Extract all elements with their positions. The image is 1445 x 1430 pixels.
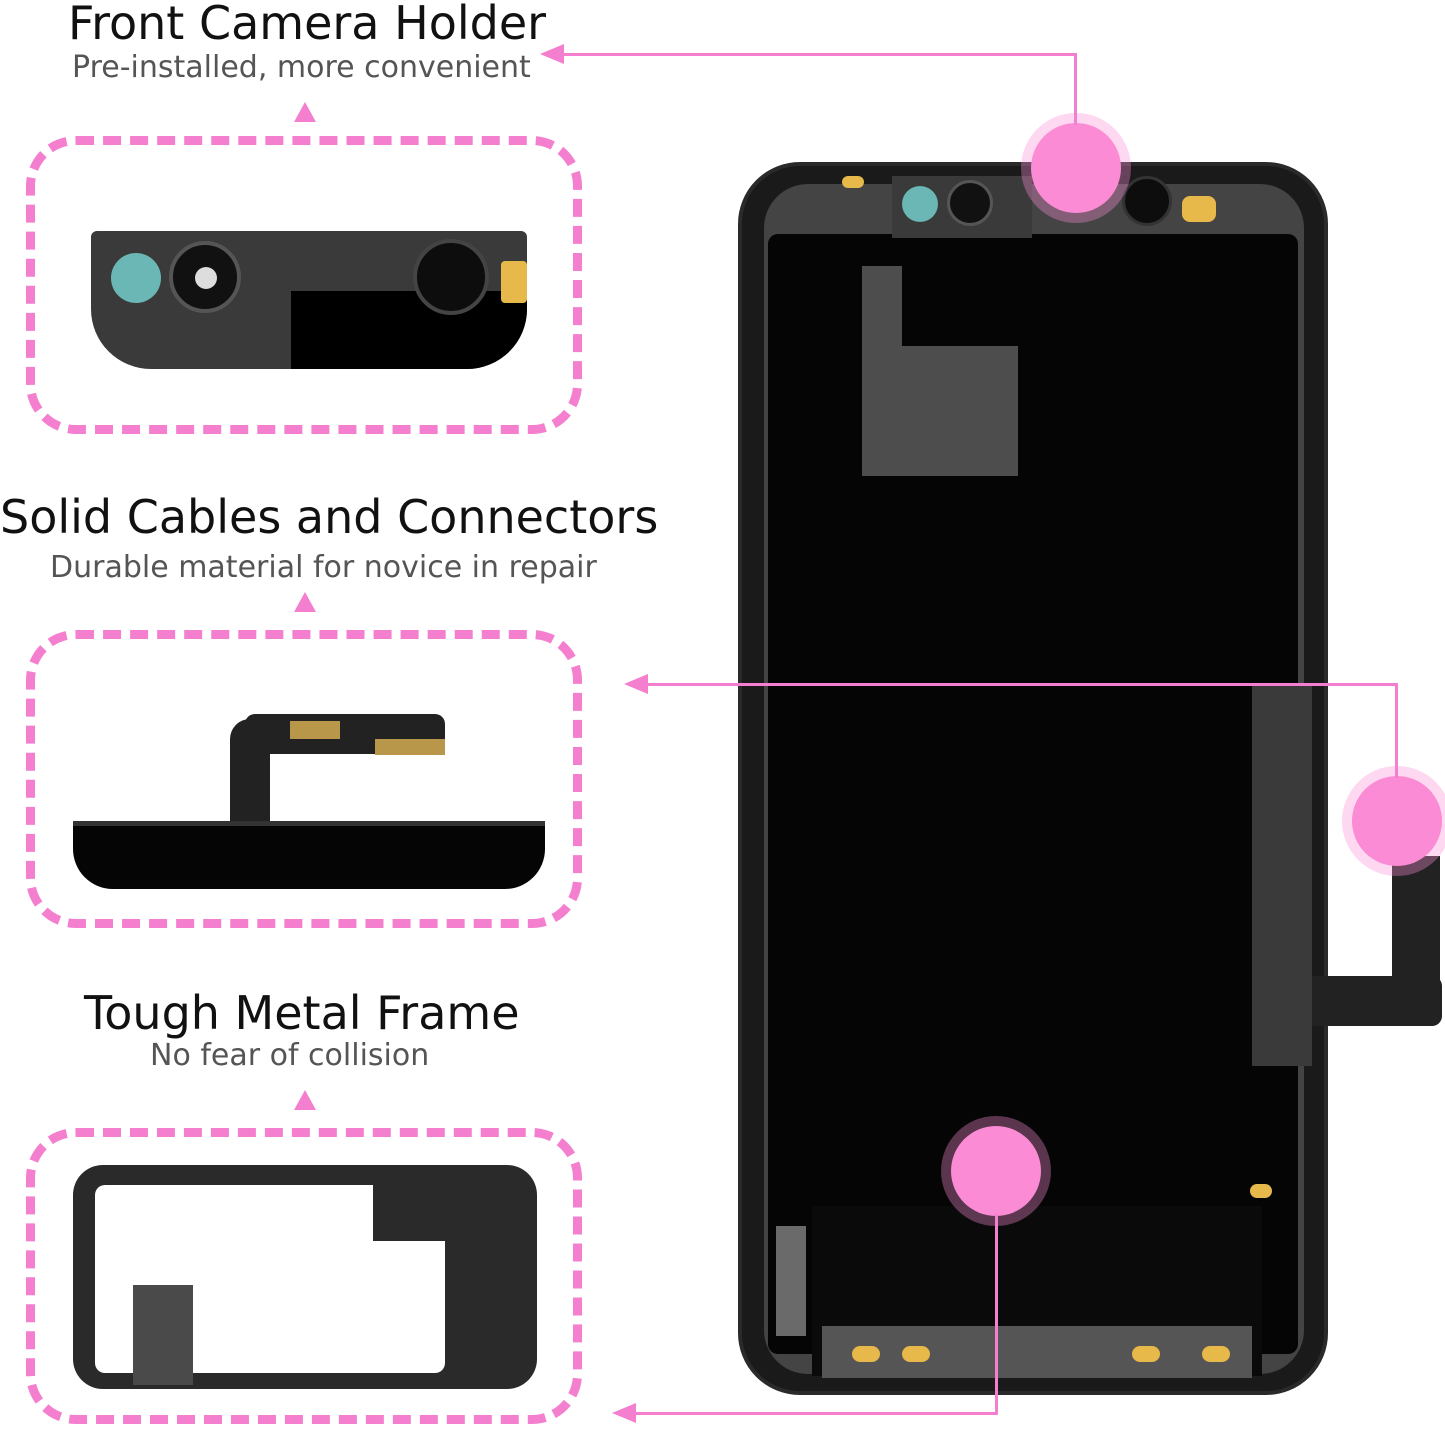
camera-lens-icon bbox=[169, 241, 241, 313]
connector-icon bbox=[290, 721, 340, 739]
arrow-left-icon bbox=[540, 44, 564, 64]
feature-subtitle-cables: Durable material for novice in repair bbox=[50, 550, 597, 585]
connector-icon bbox=[375, 739, 445, 755]
camera-holder-panel bbox=[26, 136, 582, 434]
arrow-left-icon bbox=[612, 1403, 636, 1423]
marker-frame bbox=[951, 1126, 1041, 1216]
camera-holder-image bbox=[91, 231, 527, 369]
camera-lens-icon bbox=[1122, 176, 1172, 226]
feature-title-camera: Front Camera Holder bbox=[68, 0, 547, 50]
sensor-icon bbox=[111, 253, 161, 303]
camera-lens-icon bbox=[947, 180, 993, 226]
camera-lens-icon bbox=[413, 239, 489, 315]
metal-frame-image bbox=[73, 1165, 537, 1389]
feature-subtitle-camera: Pre-installed, more convenient bbox=[72, 50, 531, 85]
arrow-up-icon bbox=[294, 102, 316, 122]
metal-frame-panel bbox=[26, 1128, 582, 1424]
arrow-up-icon bbox=[294, 592, 316, 612]
cables-panel bbox=[26, 630, 582, 928]
sensor-icon bbox=[902, 186, 938, 222]
arrow-up-icon bbox=[294, 1090, 316, 1110]
marker-cables bbox=[1352, 776, 1442, 866]
feature-title-frame: Tough Metal Frame bbox=[84, 986, 520, 1040]
arrow-left-icon bbox=[624, 674, 648, 694]
phone-screen-assembly bbox=[738, 162, 1442, 1395]
feature-title-cables: Solid Cables and Connectors bbox=[0, 490, 659, 544]
feature-subtitle-frame: No fear of collision bbox=[150, 1038, 430, 1073]
marker-camera bbox=[1031, 123, 1121, 213]
